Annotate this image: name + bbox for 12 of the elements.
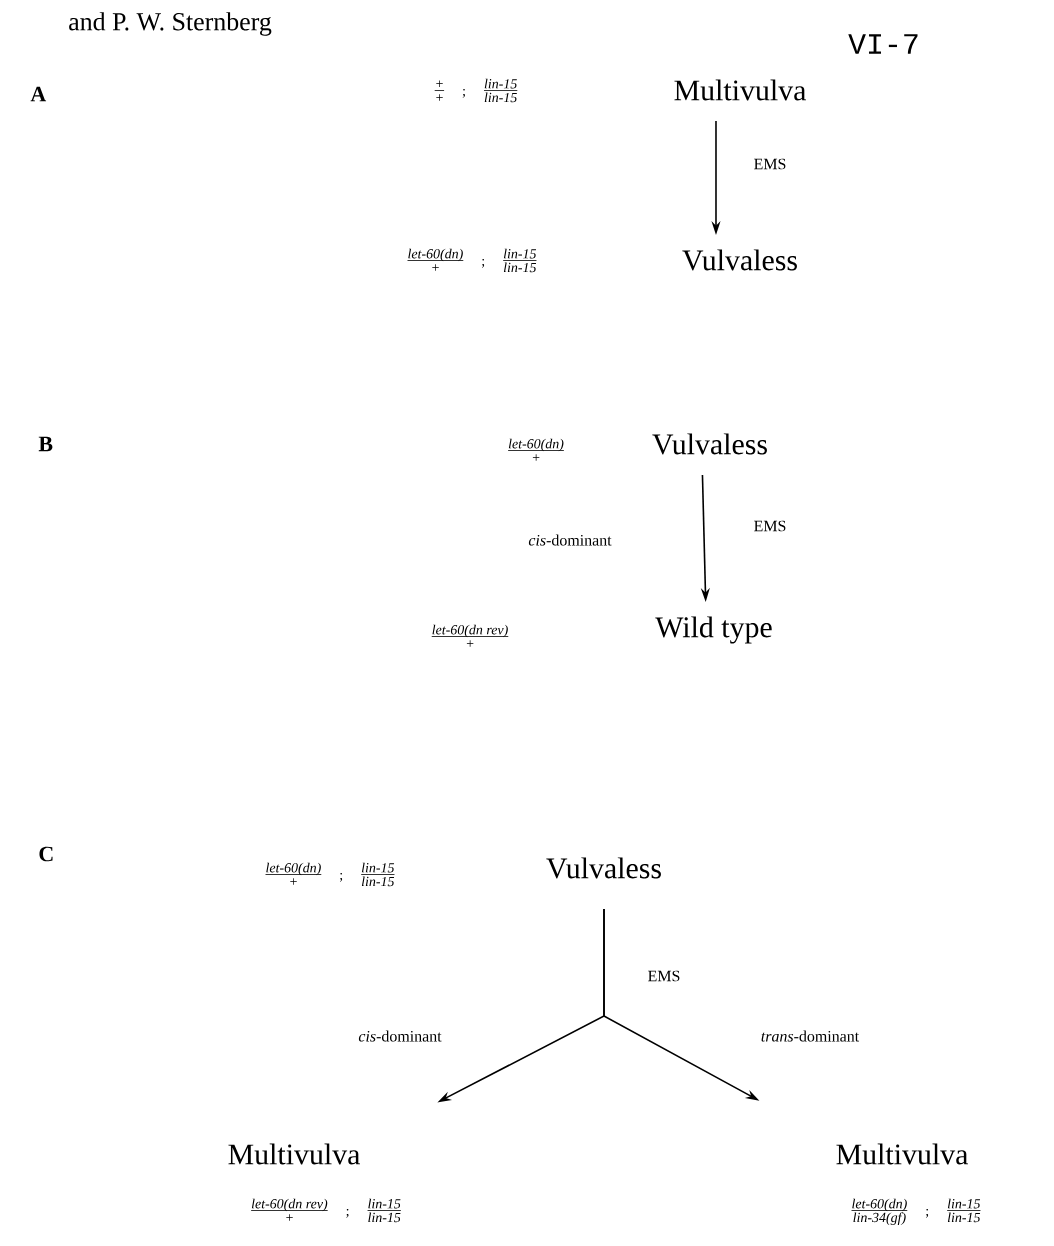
phenotype-label: Multivulva bbox=[836, 1143, 968, 1165]
phenotype-label: Wild type bbox=[655, 616, 772, 644]
panel-letter: B bbox=[38, 436, 53, 452]
panel-letter: C bbox=[39, 846, 53, 862]
phenotype-label: Vulvaless bbox=[546, 857, 661, 879]
author-line: and P. W. Sternberg bbox=[69, 12, 272, 36]
phenotype-label: Multivulva bbox=[228, 1143, 360, 1165]
phenotype-label: Multivulva bbox=[674, 79, 806, 101]
panel-letter: A bbox=[30, 86, 47, 102]
phenotype-label: Vulvaless bbox=[652, 433, 767, 455]
phenotype-label: Vulvaless bbox=[682, 249, 797, 271]
page-number: VI-7 bbox=[848, 34, 918, 54]
